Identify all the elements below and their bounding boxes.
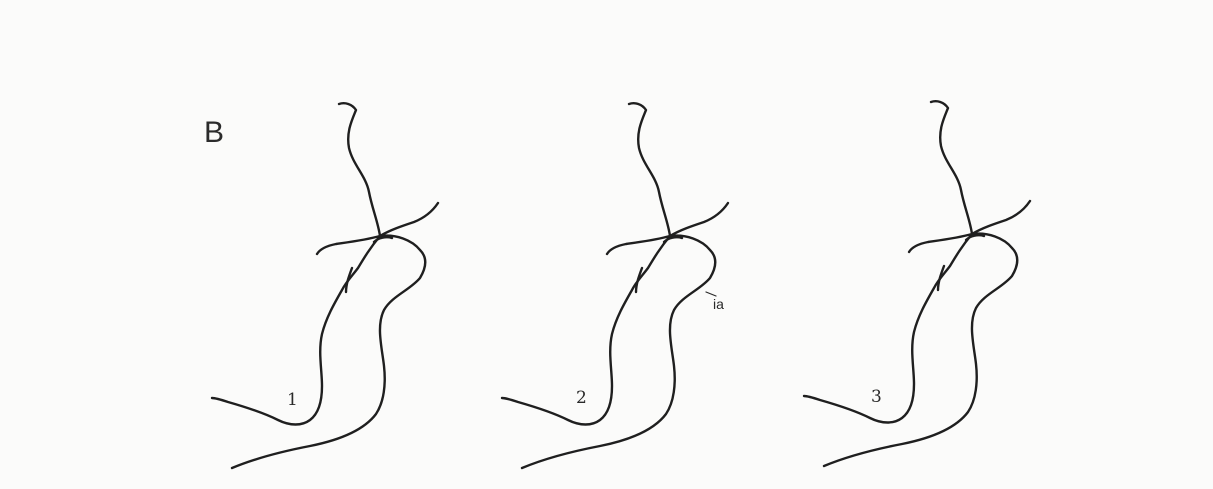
drawing-1 [212, 103, 438, 468]
drawing-2 [502, 103, 728, 468]
drawing-number-1: 1 [287, 392, 298, 409]
drawing-number-2: 2 [576, 390, 587, 407]
annotation-label: ia [713, 297, 724, 311]
drawing-3 [804, 101, 1030, 466]
drawing-number-3: 3 [871, 389, 882, 406]
